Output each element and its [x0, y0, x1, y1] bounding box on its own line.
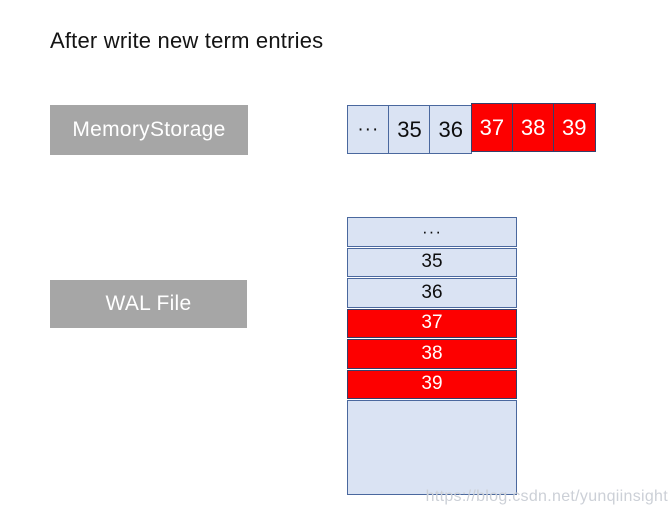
memory-cell-38-new: 38 [511, 103, 555, 152]
wal-row-37-new: 37 [347, 308, 517, 338]
memory-cell-37-new: 37 [470, 103, 514, 152]
wal-row-ellipsis: ··· [347, 217, 517, 247]
memory-cell-35: 35 [388, 105, 431, 154]
wal-file-rows: ··· 35 36 37 38 39 [347, 217, 517, 496]
memory-cell-39-new: 39 [552, 103, 596, 152]
wal-row-36: 36 [347, 278, 517, 308]
wal-row-35: 35 [347, 247, 517, 277]
wal-row-38-new: 38 [347, 339, 517, 369]
wal-file-label: WAL File [50, 280, 247, 328]
wal-row-empty [347, 400, 517, 495]
watermark-url: https://blog.csdn.net/yunqiinsight [425, 488, 668, 505]
wal-row-39-new: 39 [347, 369, 517, 399]
memory-cell-ellipsis: ··· [347, 105, 390, 154]
diagram-title: After write new term entries [50, 28, 324, 53]
memory-storage-label: MemoryStorage [50, 105, 248, 155]
memory-cell-36: 36 [429, 105, 473, 154]
memory-storage-cells: ··· 35 36 37 38 39 [347, 103, 596, 154]
